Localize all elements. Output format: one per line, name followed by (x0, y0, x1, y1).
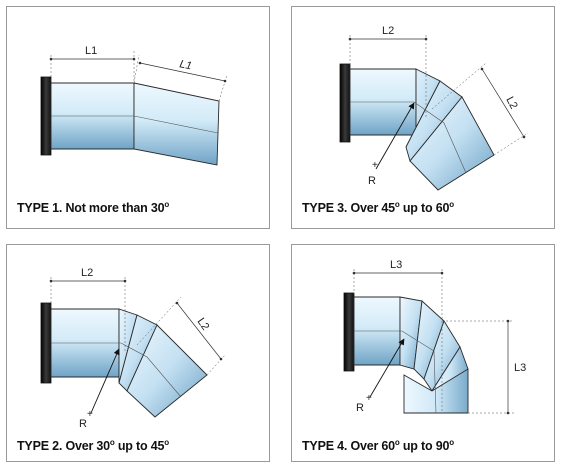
radius-arrow (369, 338, 405, 398)
dim-label-l1-angled: L1 (178, 58, 192, 72)
caption-type-1: TYPE 1. Not more than 30o (17, 200, 170, 216)
radius-arrow (375, 102, 415, 170)
dim-label-l3-side: L3 (514, 362, 526, 374)
centerline (51, 115, 219, 134)
radius-label: R (356, 402, 364, 414)
pipe-segment-4 (126, 324, 208, 418)
dim-label-l2-top: L2 (81, 267, 93, 279)
flange (40, 76, 52, 156)
panel-type-2: L2 L2 + R TYPE 2. Over 30o up to 45o (6, 244, 270, 462)
centerline (350, 101, 467, 174)
svg-text:+: + (366, 393, 372, 404)
pipe-segment-4 (409, 96, 495, 191)
centerline (51, 342, 182, 398)
caption-type-3: TYPE 3. Over 45o up to 60o (302, 200, 454, 216)
pipe-segment-6 (403, 368, 469, 414)
pipe-segment-2 (133, 82, 220, 166)
panel-type-3: L2 L2 + R TYPE 3. Over 45o up to 60o (291, 6, 555, 229)
flange (40, 302, 52, 384)
flange (343, 292, 355, 372)
dim-label-l2-angled: L2 (195, 316, 212, 333)
dim-label-l2-angled: L2 (503, 95, 519, 111)
dim-line-l1-angled (139, 62, 226, 82)
svg-text:+: + (87, 409, 93, 420)
dim-label-l2-top: L2 (382, 25, 394, 37)
radius-arrow (90, 348, 120, 414)
type-3-elbow-diagram: L2 L2 + R (339, 25, 529, 191)
type-2-elbow-diagram: L2 L2 + R (40, 267, 226, 430)
dim-label-l1: L1 (85, 45, 97, 57)
dim-label-l3-top: L3 (390, 259, 402, 271)
radius-label: R (79, 418, 87, 430)
panel-type-1: L1 L1 TYPE 1. Not more than 30o (6, 6, 270, 229)
caption-type-2: TYPE 2. Over 30o up to 45o (17, 438, 169, 454)
panel-type-4: L3 L3 + R TYPE 4. Over 60o up to 90o (291, 244, 555, 462)
type-4-elbow-diagram: L3 L3 + R (343, 259, 526, 415)
caption-type-4: TYPE 4. Over 60o up to 90o (302, 438, 454, 454)
centerline (354, 330, 437, 414)
radius-label: R (368, 175, 376, 187)
type-1-elbow-diagram: L1 L1 (40, 45, 228, 166)
svg-text:+: + (372, 160, 378, 171)
flange (339, 63, 351, 143)
